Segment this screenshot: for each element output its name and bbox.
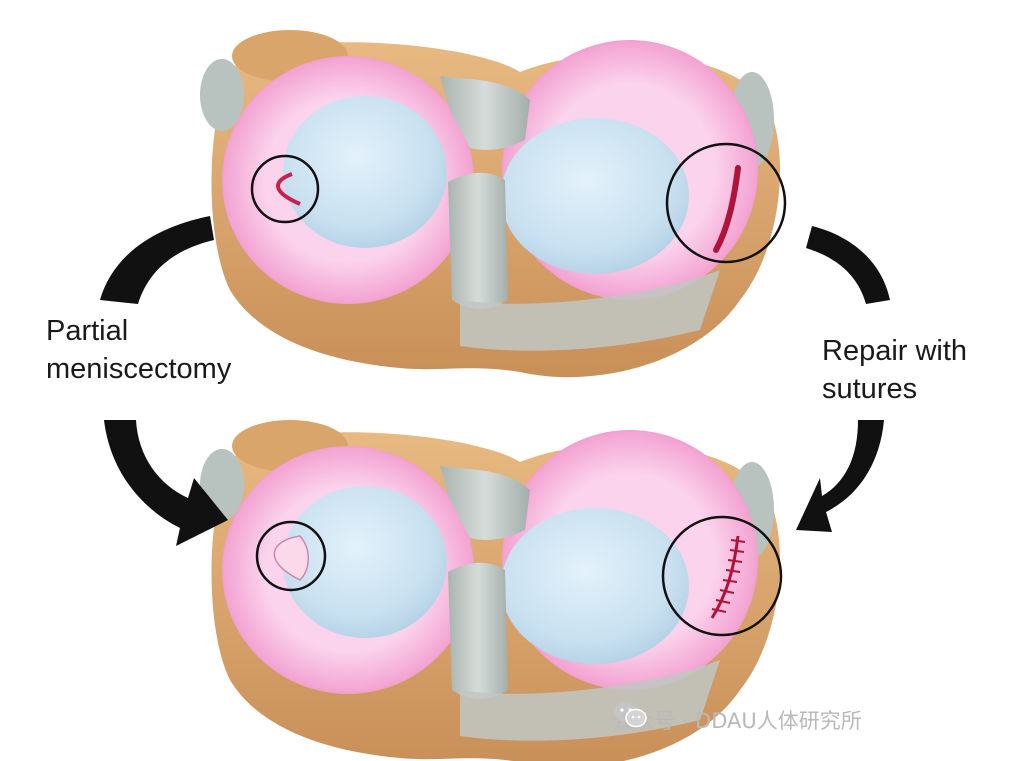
label-repair-with-sutures: Repair with sutures bbox=[822, 332, 967, 408]
watermark: 公众号 · DDAU人体研究所 bbox=[612, 700, 862, 740]
highlight-circle-tear-left bbox=[250, 154, 320, 224]
highlight-circle-sutures bbox=[661, 515, 783, 637]
label-partial-meniscectomy: Partial meniscectomy bbox=[46, 312, 231, 388]
arrow-lower-left bbox=[104, 420, 228, 546]
label-right-line2: sutures bbox=[822, 373, 918, 405]
arrow-upper-right bbox=[806, 226, 890, 304]
knee-torn bbox=[200, 30, 780, 378]
highlight-circle-trimmed bbox=[255, 520, 327, 592]
label-right-line1: Repair with bbox=[822, 335, 968, 367]
arrow-upper-left bbox=[100, 216, 214, 304]
suture-stitches bbox=[711, 539, 746, 613]
highlight-circle-tear-right bbox=[665, 142, 787, 264]
label-left-line1: Partial bbox=[46, 315, 129, 347]
tear-flap-mark bbox=[276, 172, 301, 206]
trimmed-area-mark bbox=[273, 535, 309, 581]
wechat-icon bbox=[614, 702, 647, 728]
watermark-text: 公众号 · DDAU人体研究所 bbox=[612, 709, 862, 733]
tear-longitudinal-mark bbox=[713, 165, 741, 253]
label-left-line2: meniscectomy bbox=[46, 353, 232, 385]
arrow-lower-right bbox=[796, 420, 884, 532]
